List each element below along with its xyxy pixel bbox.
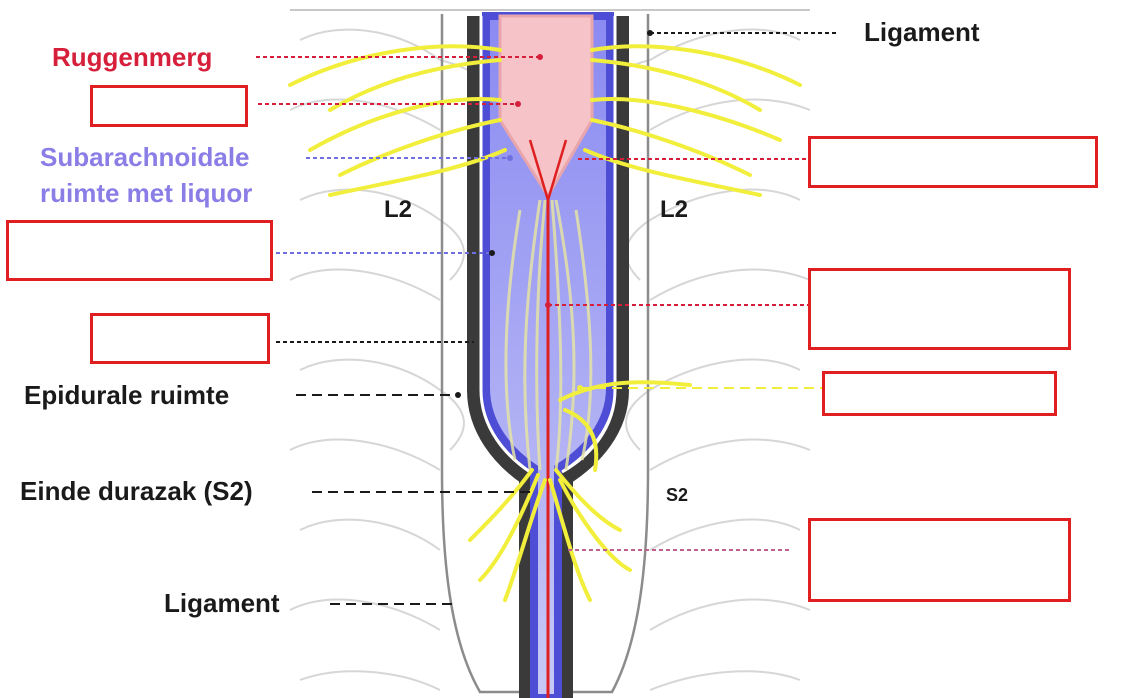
vertebra-level-l2-left: L2 xyxy=(384,196,413,223)
answer-box-3[interactable] xyxy=(6,220,273,281)
vertebrae-outline xyxy=(289,28,811,691)
vertebra-level-s2: S2 xyxy=(666,485,689,505)
label-subarachnoidale-line2: ruimte met liquor xyxy=(40,178,253,208)
conus-red-lines xyxy=(528,139,568,205)
leader-lines xyxy=(256,30,836,605)
dura-sac xyxy=(467,16,629,698)
label-epidurale-ruimte: Epidurale ruimte xyxy=(24,380,230,410)
cauda-equina xyxy=(504,199,593,471)
answer-box-6[interactable] xyxy=(822,371,1057,416)
vertebra-level-l2-right: L2 xyxy=(660,196,689,223)
spinal-cord xyxy=(498,14,594,199)
label-ligament-bottom: Ligament xyxy=(164,588,280,618)
arachnoid-gap xyxy=(479,16,617,474)
label-ligament-top: Ligament xyxy=(864,17,980,47)
answer-box-4[interactable] xyxy=(90,313,270,364)
answer-box-1[interactable] xyxy=(90,85,248,127)
label-ruggenmerg: Ruggenmerg xyxy=(52,42,213,72)
nerve-roots xyxy=(288,44,802,602)
answer-box-5[interactable] xyxy=(808,268,1071,350)
label-einde-durazak: Einde durazak (S2) xyxy=(20,476,253,506)
answer-box-7[interactable] xyxy=(808,518,1071,602)
answer-box-2[interactable] xyxy=(808,136,1098,188)
label-subarachnoidale-line1: Subarachnoidale xyxy=(40,142,250,172)
